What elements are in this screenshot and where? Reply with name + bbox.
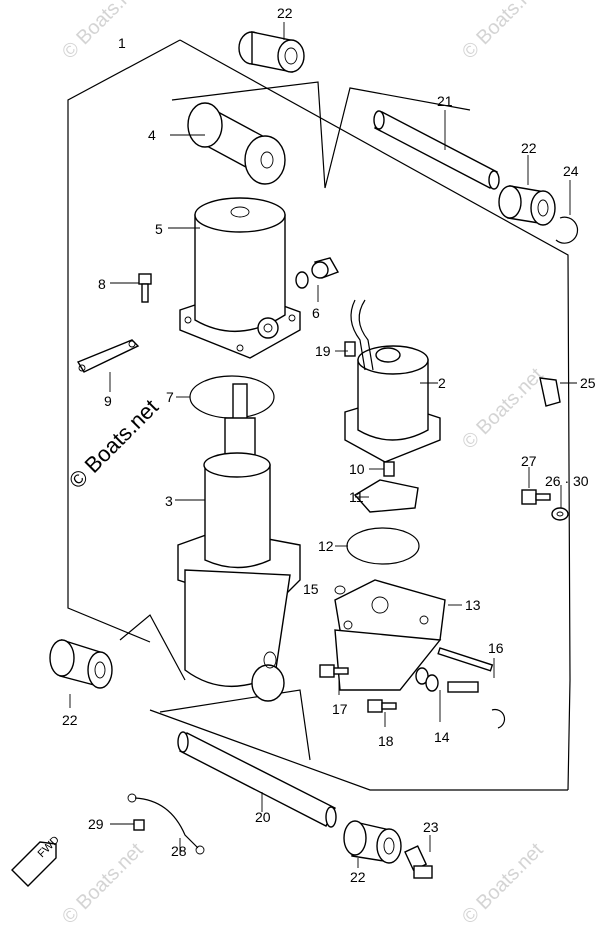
leader-lines: [69, 22, 577, 868]
rod-20: [177, 731, 337, 828]
bolt-27: [521, 489, 569, 521]
callout-17: 17: [332, 701, 348, 717]
watermark-mid-right: © Boats.net: [458, 364, 548, 454]
watermark-group: © Boats.net © Boats.net © Boats.net © Bo…: [58, 0, 548, 929]
callout-5: 5: [155, 221, 163, 237]
bolt-8: [138, 273, 152, 303]
clip-ring-24: [555, 216, 579, 244]
cylinder-4: [187, 102, 286, 185]
callout-18: 18: [378, 733, 394, 749]
callout-22-bottom: 22: [350, 869, 366, 885]
callout-labels: 1 2 3 4 5 6 7 8 9 10 11 12 13 14 15 16 1…: [62, 5, 596, 885]
callout-9: 9: [104, 393, 112, 409]
callout-26-30: 26 · 30: [545, 473, 589, 489]
callout-11: 11: [349, 489, 364, 505]
callout-1: 1: [118, 35, 126, 51]
watermark-bottom-right: © Boats.net: [458, 839, 548, 929]
cap-22-top: [238, 31, 305, 73]
rod-21: [373, 110, 500, 190]
pump-motor-2: [344, 299, 441, 463]
watermark-top-left: © Boats.net: [58, 0, 148, 64]
cap-22-bottom: [343, 820, 402, 864]
valve-parts: [346, 461, 420, 565]
watermark-bottom-left: © Boats.net: [58, 839, 148, 929]
callout-4: 4: [148, 127, 156, 143]
callout-2: 2: [438, 375, 446, 391]
callout-8: 8: [98, 276, 106, 292]
callout-13: 13: [465, 597, 481, 613]
assembly-outline: [67, 39, 571, 791]
callout-22-top: 22: [277, 5, 293, 21]
callout-29: 29: [88, 816, 104, 832]
watermark-main: © Boats.net: [64, 394, 163, 493]
callout-22-left: 22: [62, 712, 78, 728]
callout-10: 10: [349, 461, 365, 477]
clamp-25: [539, 377, 561, 407]
bolt-23: [404, 845, 433, 879]
ground-wire-28: [127, 793, 205, 855]
callout-3: 3: [165, 493, 173, 509]
fwd-arrow: FWD: [11, 834, 62, 887]
cylinder-3: [177, 383, 301, 702]
callout-16: 16: [488, 640, 504, 656]
callout-15: 15: [303, 581, 319, 597]
callout-19: 19: [315, 343, 331, 359]
callout-14: 14: [434, 729, 450, 745]
callout-12: 12: [318, 538, 334, 554]
callout-27: 27: [521, 453, 537, 469]
callout-28: 28: [171, 843, 187, 859]
callout-7: 7: [166, 389, 174, 405]
callout-22-right: 22: [521, 140, 537, 156]
callout-21: 21: [437, 93, 453, 109]
callout-23: 23: [423, 819, 439, 835]
cap-22-right: [498, 185, 556, 226]
cap-22-left: [49, 639, 113, 689]
callout-6: 6: [312, 305, 320, 321]
o-ring-7: [189, 375, 275, 419]
callout-20: 20: [255, 809, 271, 825]
manifold-13: [334, 579, 446, 691]
callout-24: 24: [563, 163, 579, 179]
callout-25: 25: [580, 375, 596, 391]
bracket-9: [76, 339, 140, 373]
fitting-6: [295, 257, 340, 289]
watermark-top-right: © Boats.net: [458, 0, 548, 64]
fasteners: [319, 647, 506, 729]
motor-5: [179, 197, 301, 359]
